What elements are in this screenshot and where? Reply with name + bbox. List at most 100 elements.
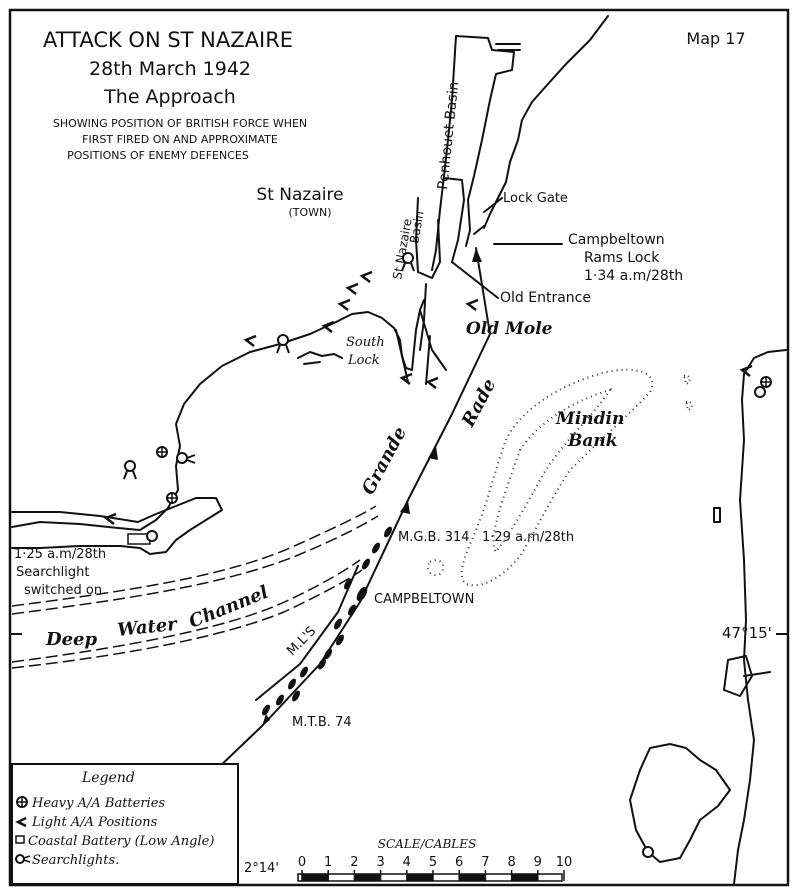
scale-segment [302, 874, 329, 881]
old-mole-label: Old Mole [466, 319, 553, 339]
scale-segment [406, 874, 433, 881]
longitude-label: 2°14' [244, 861, 279, 876]
track-arrow [400, 500, 410, 514]
deep-water-label: Deep [45, 629, 98, 650]
lock-gate-label: Lock Gate [503, 191, 568, 206]
scale-tick-label: 0 [298, 855, 306, 870]
rade-label: Rade [457, 375, 500, 431]
heavy-aa-icon [760, 376, 772, 388]
light-aa-icon [425, 376, 439, 389]
scale-tick-label: 8 [507, 855, 515, 870]
mtb-74-boat [262, 704, 270, 716]
light-aa-icon [15, 816, 27, 828]
ml-boat [276, 694, 284, 706]
ml-boat [334, 618, 342, 630]
mgb-314-boat [384, 526, 392, 538]
searchlight-label: Searchlight [16, 565, 89, 580]
legend-item-label: Heavy A/A Batteries [31, 796, 165, 811]
ml-boat [336, 634, 344, 646]
ml-boat [300, 666, 308, 678]
heavy-aa-icon [156, 446, 168, 458]
searchlight-icon [15, 854, 31, 864]
south-islets [723, 655, 753, 697]
map-description-line: SHOWING POSITION OF BRITISH FORCE WHEN [53, 117, 307, 130]
mindin-bank [426, 368, 693, 587]
deep-water-channel [11, 505, 379, 669]
light-aa-positions [103, 270, 753, 525]
legend-title: Legend [81, 770, 135, 786]
mls-label: M.L'S [284, 624, 319, 659]
docks [415, 35, 521, 351]
lock-gate-leader [483, 197, 503, 213]
south-islet-small [713, 507, 721, 523]
map-description-line: FIRST FIRED ON AND APPROXIMATE [82, 133, 278, 146]
town-label: St Nazaire [256, 185, 343, 205]
searchlight-icon [642, 846, 654, 858]
scale-tick-label: 7 [481, 855, 489, 870]
legend: Legend Heavy A/A Batteries Light A/A Pos… [11, 763, 239, 885]
mindin-bank-label: Bank [567, 431, 618, 451]
map-subtitle: The Approach [103, 86, 236, 108]
campbeltown-rams-label: Campbeltown [568, 232, 665, 248]
mgb-label: M.G.B. 314 [398, 530, 470, 545]
basin-inner [443, 177, 465, 263]
searchlight-icon [401, 252, 415, 272]
approach-track [215, 247, 491, 771]
legend-item-label: Light A/A Positions [31, 815, 158, 830]
searchlight-icon [754, 386, 766, 398]
heavy-aa-batteries [156, 376, 772, 504]
penhouet-basin-label: Penhouet Basin [435, 81, 462, 191]
searchlight-label: switched on. [24, 583, 106, 598]
latitude-label: 47°15' [722, 624, 772, 642]
deep-water-label: Channel [186, 582, 271, 633]
light-aa-icon [359, 270, 373, 283]
searchlight-icon [146, 530, 158, 542]
south-rocky-shore [629, 743, 731, 863]
map-number: Map 17 [686, 29, 745, 48]
legend-item-label: Searchlights. [32, 853, 119, 868]
south-coastline [733, 349, 787, 885]
old-entrance-label: Old Entrance [500, 290, 591, 306]
scale-title: SCALE/CABLES [378, 837, 476, 851]
scale-tick-label: 5 [429, 855, 437, 870]
mtb-label: M.T.B. 74 [292, 715, 352, 730]
heavy-aa-icon [16, 796, 28, 808]
coast-point [743, 671, 771, 677]
light-aa-icon [465, 298, 479, 311]
scale-tick-label: 9 [534, 855, 542, 870]
south-lock-islets [297, 351, 343, 365]
mindin-bank-label: Mindin [555, 409, 624, 429]
searchlights [123, 252, 766, 858]
scale-segment [459, 874, 486, 881]
scale-segments [302, 874, 538, 881]
map-frame [8, 8, 790, 887]
map-title: ATTACK ON ST NAZAIRE [43, 28, 293, 52]
light-aa-icon [739, 364, 753, 377]
track-arrow [428, 446, 438, 460]
ml-boat [288, 678, 296, 690]
scale-tick-label: 10 [556, 855, 573, 870]
penhouet-basin-outline [455, 35, 515, 247]
ml-boat [292, 690, 300, 702]
scale-tick-label: 3 [376, 855, 384, 870]
heavy-aa-icon [166, 492, 178, 504]
light-aa-icon [103, 512, 117, 525]
scale-tick-label: 1 [324, 855, 332, 870]
south-lock-label: South [346, 335, 385, 350]
map-description-line: POSITIONS OF ENEMY DEFENCES [67, 149, 249, 162]
searchlight-time-label: 1·25 a.m/28th [14, 547, 106, 562]
campbeltown-rams-time: 1·34 a.m/28th [584, 268, 683, 284]
ml-boat [362, 558, 370, 570]
old-entrance-leader [451, 261, 499, 299]
legend-item-label: Coastal Battery (Low Angle) [28, 834, 214, 849]
ml-boat [318, 658, 326, 670]
searchlight-icon [123, 460, 137, 480]
searchlight-icon [276, 334, 290, 354]
campbeltown-rams-label: Rams Lock [584, 250, 660, 266]
scale-segment [511, 874, 538, 881]
light-aa-icon [337, 298, 351, 311]
